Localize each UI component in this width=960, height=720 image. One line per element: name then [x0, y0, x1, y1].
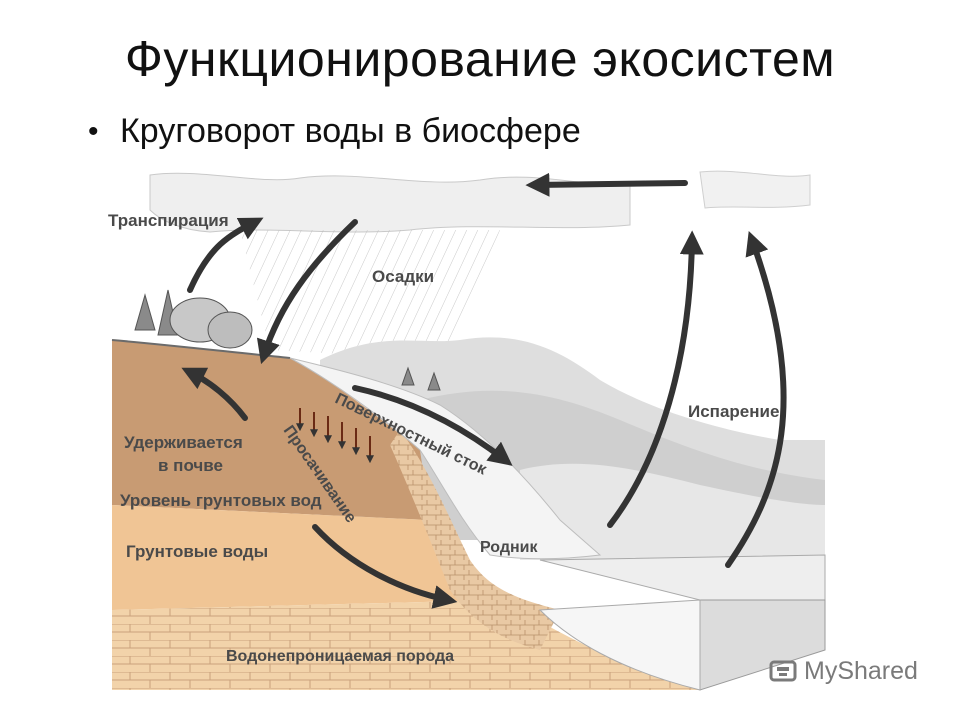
clouds: [149, 170, 811, 233]
cycle-arrows: [181, 172, 787, 609]
lake-block: [538, 554, 826, 691]
top-left-arrow: [525, 172, 688, 197]
label-groundwater: Грунтовые воды: [126, 542, 268, 561]
impermeable-rock-layer: [112, 600, 700, 690]
slide-title: Функционирование экосистем: [124, 31, 836, 87]
label-precipitation: Осадки: [372, 267, 434, 286]
groundwater-flow-arrow: [312, 524, 458, 609]
snow-slope: [289, 357, 602, 560]
label-retained-1: Удерживается: [124, 433, 243, 452]
myshared-watermark: MyShared: [768, 656, 918, 686]
runoff-arrow: [352, 385, 513, 466]
label-evaporation: Испарение: [688, 402, 779, 421]
evaporation-arrow-1: [607, 230, 704, 528]
bullet-item: • Круговорот воды в биосфере: [88, 112, 581, 151]
label-retained-2: в почве: [158, 456, 223, 475]
forest: [134, 289, 441, 391]
rain-area: [240, 230, 500, 360]
myshared-logo-icon: [769, 660, 797, 682]
label-impermeable-rock: Водонепроницаемая порода: [226, 648, 454, 665]
slope-stones: [390, 430, 560, 650]
seepage-arrows: [296, 408, 374, 464]
label-spring: Родник: [480, 539, 538, 556]
bullet-icon: •: [88, 114, 99, 148]
soil-up-arrow: [181, 367, 248, 421]
bullet-text: Круговорот воды в биосфере: [120, 112, 581, 150]
watermark-text: MyShared: [804, 656, 918, 685]
transpiration-arrow: [187, 217, 264, 293]
precipitation-arrow: [256, 219, 358, 365]
label-transpiration: Транспирация: [108, 211, 229, 230]
evaporation-arrow-2: [725, 230, 787, 568]
label-groundwater-level: Уровень грунтовых вод: [120, 491, 322, 510]
